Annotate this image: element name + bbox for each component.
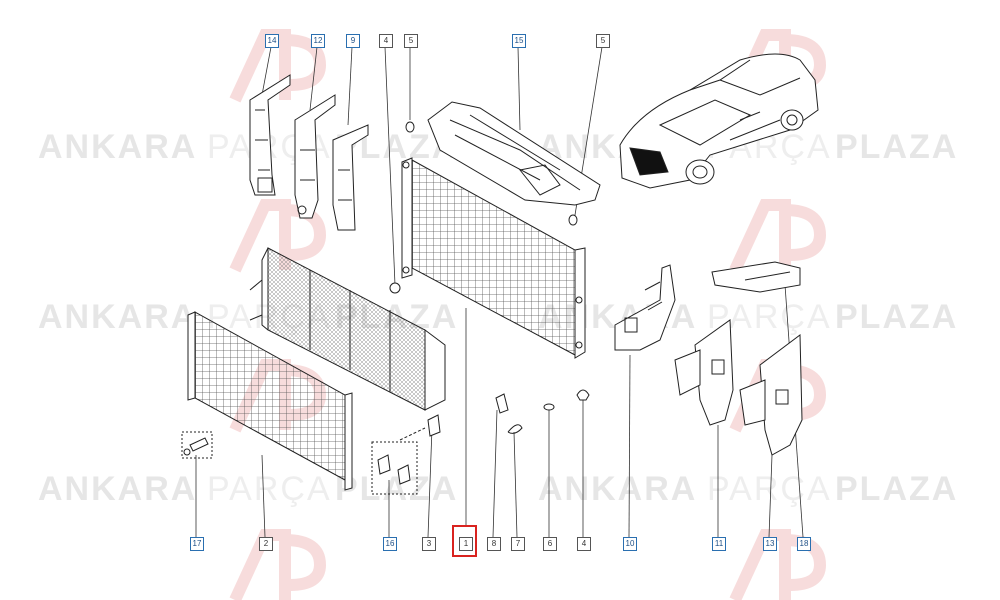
clips-16 xyxy=(371,427,426,495)
watermark-word: PLAZA xyxy=(835,128,959,166)
nut-6 xyxy=(543,403,555,411)
callout-18[interactable]: 18 xyxy=(797,537,811,551)
callout-4-bottom[interactable]: 4 xyxy=(577,537,591,551)
condenser-2 xyxy=(187,311,353,491)
mount-4b xyxy=(576,389,590,401)
watermark-word: PLAZA xyxy=(835,470,959,508)
callout-3[interactable]: 3 xyxy=(422,537,436,551)
watermark-word: ANKARA xyxy=(38,470,198,508)
clip-3 xyxy=(427,414,441,437)
side-bracket-14 xyxy=(249,74,291,196)
watermark-word: ANKARA xyxy=(538,470,698,508)
watermark-word: PARÇA xyxy=(707,470,832,508)
callout-15[interactable]: 15 xyxy=(512,34,526,48)
side-bracket-9 xyxy=(332,124,369,231)
car-illustration xyxy=(619,53,819,189)
callout-14[interactable]: 14 xyxy=(265,34,279,48)
watermark-row: ANKARA PARÇA PLAZA ANKARA PARÇA PLAZA xyxy=(0,470,1000,510)
callout-10[interactable]: 10 xyxy=(623,537,637,551)
watermark-word: PLAZA xyxy=(335,470,459,508)
drier-17 xyxy=(181,431,213,459)
logo-mark xyxy=(229,529,327,600)
watermark-word: ANKARA xyxy=(38,128,198,166)
rubber-mount-4 xyxy=(389,282,401,294)
callout-4-top[interactable]: 4 xyxy=(379,34,393,48)
watermark-word: ANKARA xyxy=(38,298,198,336)
callout-5-left[interactable]: 5 xyxy=(404,34,418,48)
spring-clip-7 xyxy=(507,424,523,434)
logo-mark xyxy=(729,199,827,273)
callout-8[interactable]: 8 xyxy=(487,537,501,551)
watermark-word: PARÇA xyxy=(207,470,332,508)
rubber-mount-5 xyxy=(405,121,415,133)
watermark-word: PLAZA xyxy=(835,298,959,336)
rubber-mount-5b xyxy=(568,214,578,226)
upper-cover-15 xyxy=(427,101,601,206)
bracket-11 xyxy=(674,319,734,426)
intercooler xyxy=(249,247,446,411)
selected-part-highlight xyxy=(452,525,477,557)
callout-11[interactable]: 11 xyxy=(712,537,726,551)
side-bracket-12 xyxy=(294,94,336,219)
callout-6[interactable]: 6 xyxy=(543,537,557,551)
callout-5-right[interactable]: 5 xyxy=(596,34,610,48)
callout-17[interactable]: 17 xyxy=(190,537,204,551)
clip-8 xyxy=(495,393,509,414)
radiator-1 xyxy=(401,157,586,359)
callout-13[interactable]: 13 xyxy=(763,537,777,551)
callout-16[interactable]: 16 xyxy=(383,537,397,551)
callout-9[interactable]: 9 xyxy=(346,34,360,48)
callout-12[interactable]: 12 xyxy=(311,34,325,48)
duct-18 xyxy=(711,261,801,293)
bracket-10 xyxy=(614,264,676,351)
callout-2[interactable]: 2 xyxy=(259,537,273,551)
bracket-13 xyxy=(739,334,803,456)
callout-1[interactable]: 1 xyxy=(459,537,473,551)
callout-7[interactable]: 7 xyxy=(511,537,525,551)
